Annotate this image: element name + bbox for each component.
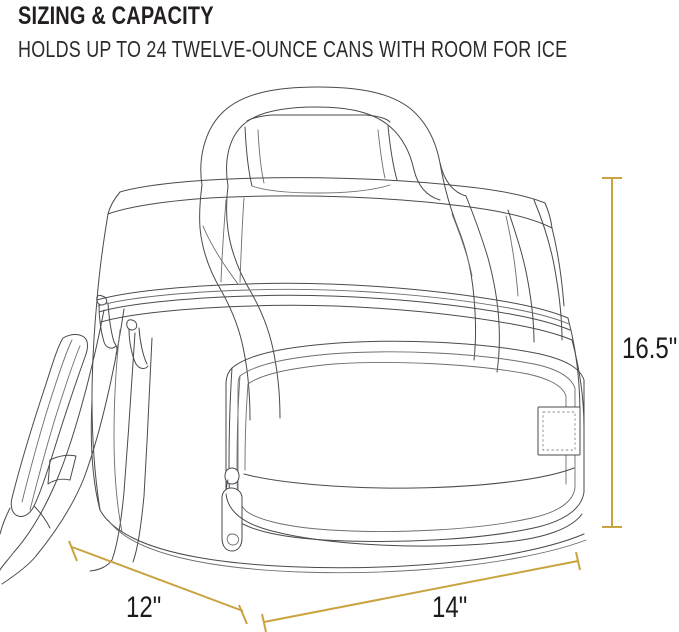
shoulder-pad	[10, 334, 88, 517]
header: SIZING & CAPACITY HOLDS UP TO 24 TWELVE-…	[18, 2, 658, 62]
dimension-lines	[68, 177, 622, 632]
bag-bottom	[91, 400, 587, 574]
dimension-line-depth	[68, 540, 248, 625]
dimension-line-height	[602, 177, 622, 528]
dimension-label-depth: 12"	[126, 591, 162, 624]
main-body	[92, 178, 584, 533]
pocket-zipper-pull	[221, 467, 243, 552]
dimension-line-width	[261, 551, 581, 632]
top-carry-handle	[201, 87, 466, 200]
front-zippered-pocket	[221, 341, 584, 552]
dimension-label-height: 16.5"	[622, 332, 678, 365]
page-subtitle: HOLDS UP TO 24 TWELVE-OUNCE CANS WITH RO…	[18, 36, 568, 62]
handle-wrap-straps	[200, 163, 562, 420]
shoulder-strap	[0, 295, 152, 584]
logo-patch	[537, 406, 581, 456]
dimension-label-width: 14"	[432, 591, 468, 624]
page-title: SIZING & CAPACITY	[18, 2, 214, 30]
